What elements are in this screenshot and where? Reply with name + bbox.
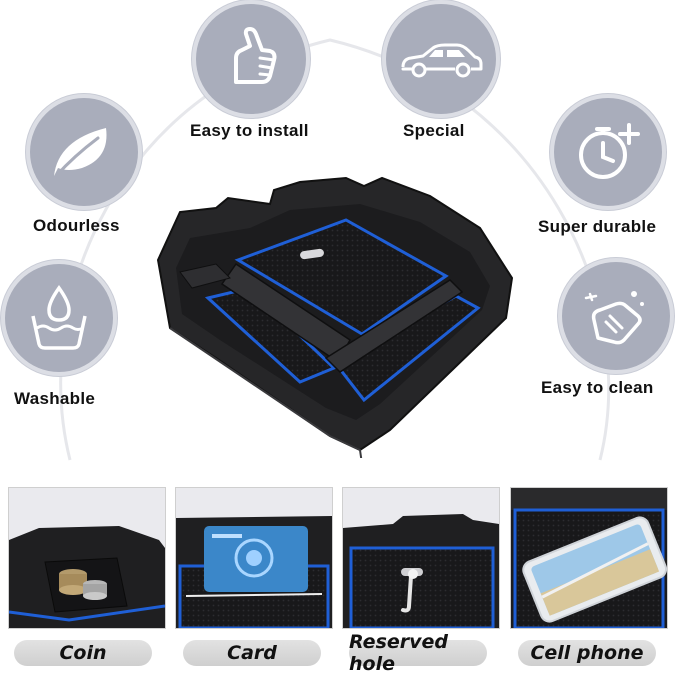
feature-super-durable-label: Super durable xyxy=(538,217,657,236)
thumbnail-coin-image xyxy=(8,487,166,629)
feature-washable-label: Washable xyxy=(14,389,96,408)
car-icon xyxy=(401,43,483,78)
feature-special-icon-circle xyxy=(386,4,496,114)
thumbnail-card-caption: Card xyxy=(183,640,321,666)
thumbnail-coin-caption: Coin xyxy=(14,640,152,666)
leaf-icon xyxy=(54,128,107,178)
feature-super-durable-icon-circle xyxy=(554,98,662,206)
thumbs-up-hand-icon xyxy=(234,27,277,84)
stopwatch-plus-icon xyxy=(579,123,640,179)
water-drop-basin-icon xyxy=(31,284,87,350)
thumbnail-reserved-hole-caption: Reserved hole xyxy=(349,631,487,675)
feature-odourless-label: Odourless xyxy=(33,216,120,235)
feature-easy-clean-label: Easy to clean xyxy=(541,378,654,397)
hand-wiping-icon xyxy=(584,291,644,345)
thumbnail-cell-phone-image xyxy=(510,487,668,629)
feature-special-label: Special xyxy=(403,121,465,140)
feature-easy-clean-icon-circle xyxy=(562,262,670,370)
feature-easy-install-label: Easy to install xyxy=(190,121,309,140)
feature-washable-icon-circle xyxy=(5,264,113,372)
console-tray-product-image xyxy=(156,176,514,458)
thumbnail-cell-phone-caption: Cell phone xyxy=(518,640,656,666)
feature-odourless-icon-circle xyxy=(30,98,138,206)
feature-easy-install-icon-circle xyxy=(196,4,306,114)
thumbnail-reserved-hole-image xyxy=(342,487,500,629)
thumbnail-card-image xyxy=(175,487,333,629)
